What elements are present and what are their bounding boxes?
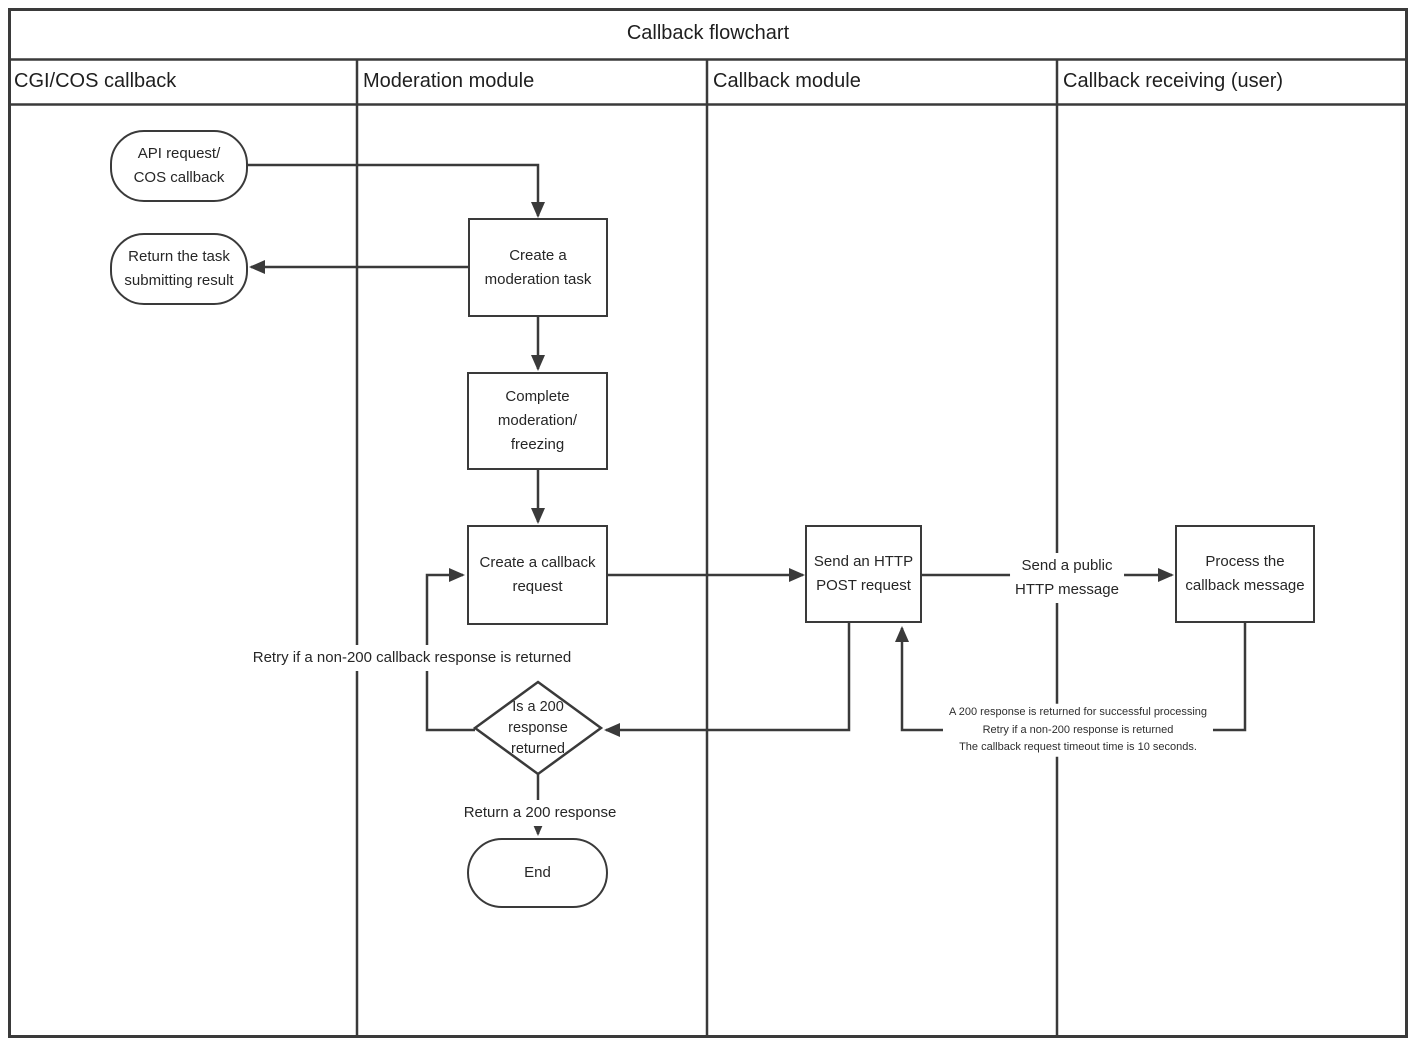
label-retry-non-200-callback: Retry if a non-200 callback response is … xyxy=(247,645,577,671)
label-send-public-http-message: Send a public HTTP message xyxy=(1010,553,1124,603)
node-decision-200-label: Is a 200 response returned xyxy=(508,699,568,757)
node-create-callback-request: Create a callback request xyxy=(467,525,608,625)
edge-send-http-to-decision xyxy=(604,623,851,737)
node-api-request: API request/ COS callback xyxy=(110,130,248,202)
decision-diamond-shape xyxy=(472,680,604,776)
lane-header-moderation-module: Moderation module xyxy=(363,70,535,92)
lane-header-callback-module: Callback module xyxy=(713,70,861,92)
lane-header-cgi-cos-callback: CGI/COS callback xyxy=(14,70,177,92)
node-create-moderation-task: Create a moderation task xyxy=(468,218,608,317)
label-return-200-response: Return a 200 response xyxy=(458,800,622,826)
lane-header-callback-receiving: Callback receiving (user) xyxy=(1063,70,1284,92)
diagram-title: Callback flowchart xyxy=(626,22,790,44)
node-complete-moderation: Complete moderation/ freezing xyxy=(467,372,608,470)
node-process-callback-message: Process the callback message xyxy=(1175,525,1315,623)
node-return-task-result: Return the task submitting result xyxy=(110,233,248,305)
label-callback-retry-note: A 200 response is returned for successfu… xyxy=(942,703,1214,757)
node-end: End xyxy=(467,838,608,908)
node-send-http-post: Send an HTTP POST request xyxy=(805,525,922,623)
edge-api-to-create-moderation xyxy=(248,163,545,218)
